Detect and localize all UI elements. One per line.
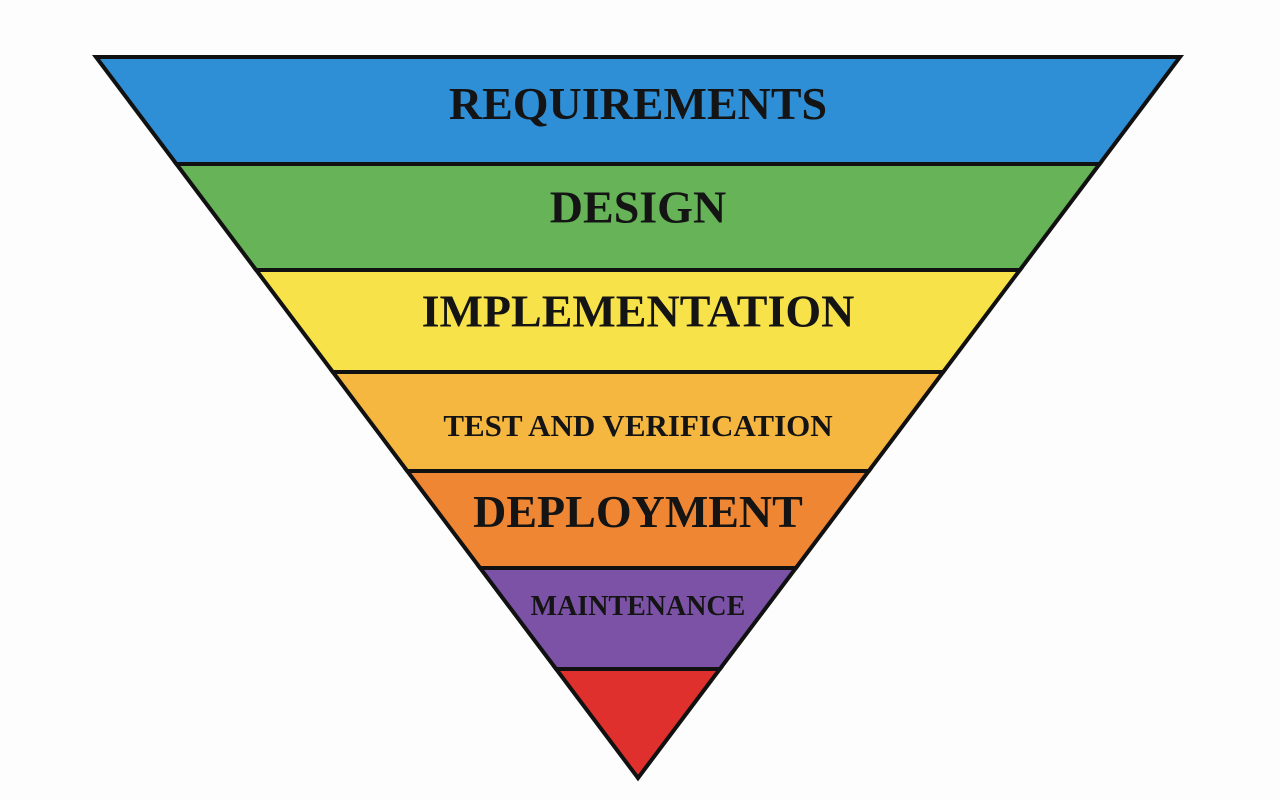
- pyramid-labels: REQUIREMENTS DESIGN IMPLEMENTATION TEST AND…: [422, 78, 855, 622]
- layer-label-requirements: REQUIREMENTS: [449, 78, 827, 129]
- pyramid-layers: [91, 55, 1185, 782]
- layer-label-maintenance: MAINTENANCE: [531, 591, 746, 622]
- layer-label-design: DESIGN: [550, 182, 726, 233]
- layer-label-test-and-verification: TEST AND VERIFICATION: [443, 408, 832, 443]
- layer-label-deployment: DEPLOYMENT: [473, 486, 803, 537]
- layer-label-implementation: IMPLEMENTATION: [422, 286, 855, 337]
- pyramid-layer-7: [552, 667, 724, 782]
